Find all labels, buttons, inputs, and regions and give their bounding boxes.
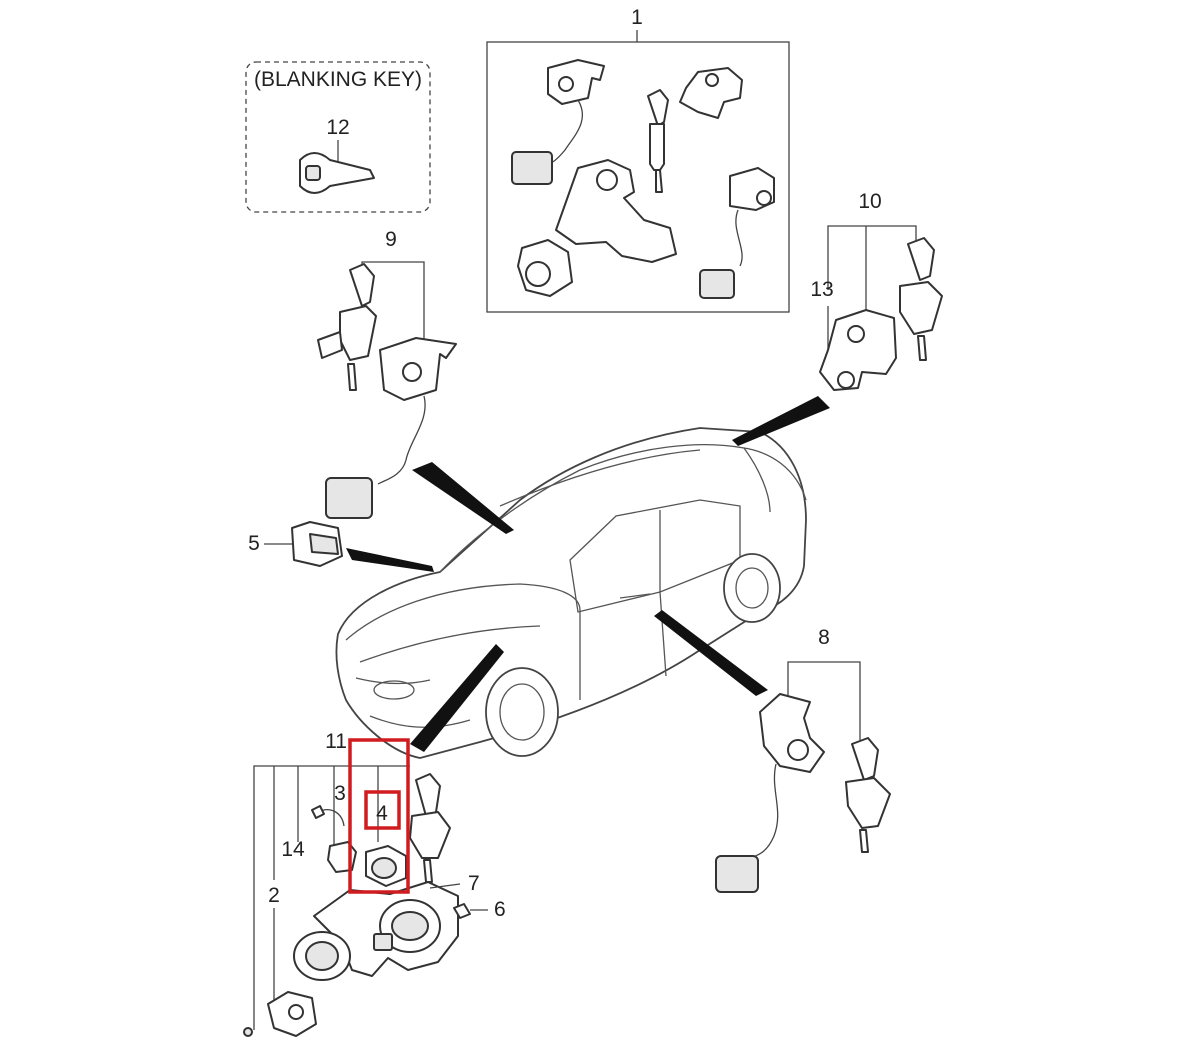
callout-12: 12 bbox=[326, 116, 349, 139]
callout-7: 7 bbox=[468, 872, 480, 895]
vehicle-illustration bbox=[335, 427, 807, 759]
group-10-trunk-lock: 10 13 bbox=[810, 190, 943, 391]
door-lock-actuator bbox=[547, 59, 605, 105]
blanking-key bbox=[299, 152, 375, 194]
callout-3: 3 bbox=[334, 782, 346, 805]
group-8-door-lock: 8 bbox=[715, 626, 891, 893]
connector bbox=[715, 855, 759, 893]
blanking-key-group: (BLANKING KEY) 12 bbox=[245, 61, 431, 213]
callout-4: 4 bbox=[376, 802, 388, 825]
highlight-box-outer bbox=[348, 738, 410, 894]
group-9-door-lock: 9 bbox=[317, 228, 457, 519]
door-key bbox=[339, 305, 377, 361]
callout-13: 13 bbox=[810, 278, 833, 301]
ignition-lock-housing bbox=[555, 159, 677, 263]
connector bbox=[325, 477, 373, 519]
ignition-key bbox=[409, 811, 451, 859]
blanking-key-box bbox=[245, 61, 431, 213]
highlight-box-part-4 bbox=[364, 790, 401, 830]
callout-10: 10 bbox=[858, 190, 881, 213]
front-wheel bbox=[485, 667, 559, 757]
blanking-key-label: (BLANKING KEY) bbox=[254, 68, 422, 91]
connector bbox=[511, 151, 553, 185]
location-pointers bbox=[346, 396, 830, 752]
trunk-lock-cylinder bbox=[819, 309, 897, 391]
callout-2: 2 bbox=[268, 884, 280, 907]
door-lock-cylinder bbox=[759, 693, 825, 773]
callout-1: 1 bbox=[631, 6, 643, 29]
callout-6: 6 bbox=[494, 898, 506, 921]
callout-14: 14 bbox=[281, 838, 305, 861]
trunk-key bbox=[899, 281, 943, 335]
rear-wheel bbox=[723, 553, 781, 623]
callout-11: 11 bbox=[325, 730, 347, 753]
callout-8: 8 bbox=[818, 626, 830, 649]
callout-9: 9 bbox=[385, 228, 397, 251]
group-1-box bbox=[486, 41, 790, 313]
callout-5: 5 bbox=[248, 532, 260, 555]
key-head bbox=[649, 123, 665, 171]
switch-bracket bbox=[327, 841, 357, 873]
group-11-steering-lock: 11 3 14 2 7 6 bbox=[243, 730, 506, 1037]
connector bbox=[699, 269, 735, 299]
group-1-lock-set: 1 bbox=[486, 6, 790, 313]
highlight-annotations: 4 bbox=[348, 738, 410, 894]
trunk-lock bbox=[679, 67, 743, 119]
part-5-switch: 5 bbox=[248, 521, 343, 567]
part-6-bolt bbox=[453, 903, 471, 919]
door-key bbox=[845, 777, 891, 829]
